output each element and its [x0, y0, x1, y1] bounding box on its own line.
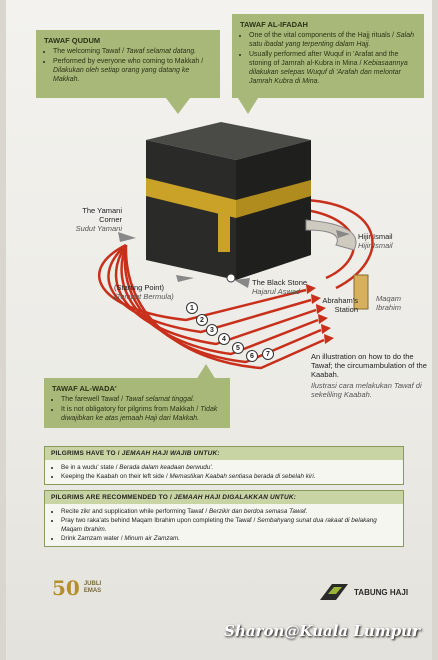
kaabah-diagram [97, 122, 374, 370]
tawaf-qudum-callout: TAWAF QUDUM The welcoming Tawaf / Tawaf … [36, 30, 220, 98]
tabung-haji-logo: TABUNG HAJI [318, 582, 408, 602]
callout-tail [166, 98, 190, 114]
list-item: Recite zikr and supplication while perfo… [61, 507, 397, 516]
yamani-corner-label: The Yamani Corner Sudut Yamani [75, 206, 122, 233]
list-item: The welcoming Tawaf / Tawaf selamat data… [53, 47, 212, 56]
list-item: Keeping the Kaabah on their left side / … [61, 472, 397, 481]
circuit-number: 4 [218, 333, 230, 345]
tawaf-wada-callout: TAWAF AL-WADA' The farewell Tawaf / Tawa… [44, 378, 230, 428]
hijir-ismail-icon [305, 219, 357, 251]
arrow-icon [336, 230, 350, 238]
tawaf-ifadah-callout: TAWAF AL-IFADAH One of the vital compone… [232, 14, 424, 98]
circuit-number: 7 [262, 348, 274, 360]
tabung-haji-icon [320, 584, 348, 600]
list-item: Be in a wudu' state / Berada dalam keada… [61, 463, 397, 472]
list-item: The farewell Tawaf / Tawaf selamat tingg… [61, 395, 222, 404]
list-item: Drink Zamzam water / Minum air Zamzam. [61, 534, 397, 543]
tawaf-qudum-title: TAWAF QUDUM [44, 36, 101, 45]
callout-tail [238, 98, 258, 114]
photo-watermark: Sharon@Kuala Lumpur [224, 622, 420, 640]
tawaf-wada-title: TAWAF AL-WADA' [52, 384, 117, 393]
arrow-icon [118, 232, 136, 242]
tawaf-ifadah-title: TAWAF AL-IFADAH [240, 20, 308, 29]
circuit-paths [97, 198, 374, 370]
arrow-icon [176, 275, 194, 282]
list-item: Usually performed after Wuquf in 'Arafat… [249, 50, 416, 86]
kaabah-cube [146, 122, 311, 280]
pilgrims-have-to-heading: PILGRIMS HAVE TO / JEMAAH HAJI WAJIB UNT… [45, 447, 403, 460]
pilgrims-recommended-heading: PILGRIMS ARE RECOMMENDED TO / JEMAAH HAJ… [45, 491, 403, 504]
list-item: It is not obligatory for pilgrims from M… [61, 405, 222, 423]
callout-tail [196, 364, 216, 380]
circuit-number: 1 [186, 302, 198, 314]
jubli-emas-logo: 50 JUBLI EMAS [52, 576, 102, 600]
pilgrims-have-to-box: PILGRIMS HAVE TO / JEMAAH HAJI WAJIB UNT… [44, 446, 404, 485]
black-stone-icon [226, 273, 236, 283]
starting-point-label: (Starting Point) (Tempat Bermula) [114, 283, 174, 301]
abrahams-station-label: Abraham's Station [322, 296, 358, 314]
arrow-icon [234, 278, 250, 288]
circuit-number: 6 [246, 350, 258, 362]
hijir-ismail-label: Hijir Ismail Hijir Ismail [358, 232, 393, 250]
list-item: One of the vital components of the Hajj … [249, 31, 416, 49]
circuit-number: 2 [196, 314, 208, 326]
black-stone-label: The Black Stone Hajarul Aswad [252, 278, 308, 296]
circuit-number: 5 [232, 342, 244, 354]
maqam-ibrahim-icon [353, 274, 369, 310]
pilgrims-recommended-box: PILGRIMS ARE RECOMMENDED TO / JEMAAH HAJ… [44, 490, 404, 547]
list-item: Pray two raka'ats behind Maqam Ibrahim u… [61, 516, 397, 534]
circuit-number: 3 [206, 324, 218, 336]
maqam-ibrahim-label: Maqam Ibrahim [376, 294, 402, 312]
poster: TAWAF QUDUM The welcoming Tawaf / Tawaf … [6, 0, 432, 660]
circuit-arrowheads [306, 284, 334, 344]
list-item: Performed by everyone who coming to Makk… [53, 57, 212, 84]
illustration-caption: An illustration on how to do the Tawaf; … [311, 352, 427, 399]
